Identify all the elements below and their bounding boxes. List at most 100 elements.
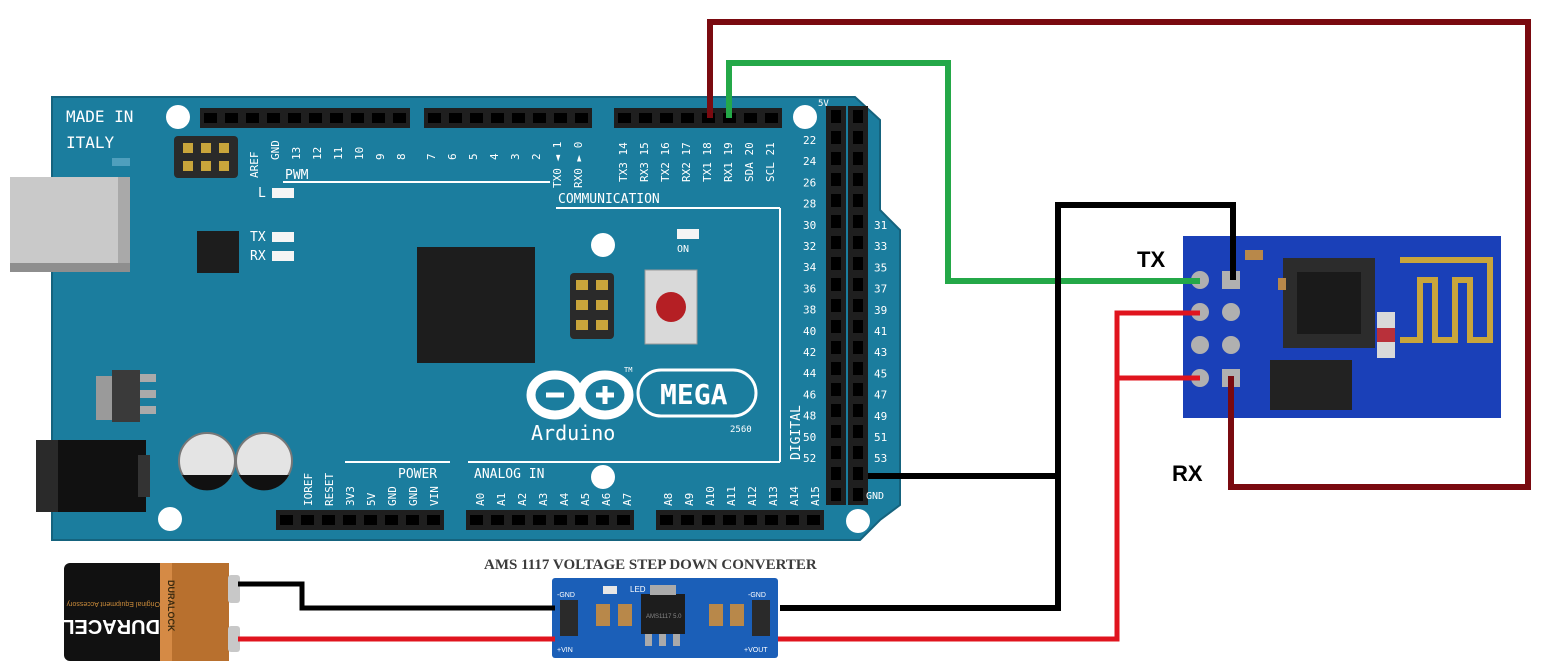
- header-pin: [853, 257, 863, 270]
- header-pin: [533, 515, 546, 525]
- pin-label: TX3 14: [617, 142, 630, 182]
- capacitor: [178, 432, 236, 491]
- pin-label: A2: [516, 493, 529, 506]
- pin-label: 28: [803, 198, 816, 211]
- pwm-label: PWM: [285, 168, 309, 183]
- header-pin: [330, 113, 343, 123]
- pin-label: RX1 19: [722, 142, 735, 182]
- led-tx: [272, 232, 294, 242]
- header-pin: [554, 515, 567, 525]
- pin-label: 12: [311, 147, 324, 160]
- header-pin: [322, 515, 335, 525]
- pin-label: A0: [474, 493, 487, 506]
- battery-terminal-negative: [228, 575, 240, 603]
- header-pin: [853, 131, 863, 144]
- header-pin: [575, 515, 588, 525]
- header-pin: [225, 113, 238, 123]
- pin-label: GND: [269, 140, 282, 160]
- header-pin: [831, 425, 841, 438]
- led-rx: [272, 251, 294, 261]
- header-pin: [853, 404, 863, 417]
- pin-label: 3: [509, 153, 522, 160]
- esp8266-module: [1183, 236, 1501, 418]
- pin-label: A11: [725, 486, 738, 506]
- pin-label: 48: [803, 410, 816, 423]
- header-pin: [372, 113, 385, 123]
- wire-esp-gnd: [780, 202, 1236, 611]
- header-pin: [449, 113, 462, 123]
- icsp-header: [570, 273, 614, 339]
- pin-label: 34: [803, 261, 817, 274]
- header-pin: [853, 341, 863, 354]
- made-in-label: MADE IN: [66, 107, 133, 126]
- header-pin: [831, 194, 841, 207]
- header-analog-2: [656, 510, 824, 530]
- pin-label: A4: [558, 492, 571, 506]
- pin-label: 32: [803, 240, 816, 253]
- header-pin: [618, 113, 631, 123]
- pin-label: GND: [386, 486, 399, 506]
- header-pin: [831, 236, 841, 249]
- header-pin: [831, 257, 841, 270]
- pin-label: 3V3: [344, 486, 357, 506]
- header-pin: [831, 110, 841, 123]
- pin-label: 24: [803, 155, 817, 168]
- pin-label: 7: [425, 153, 438, 160]
- header-pin: [853, 215, 863, 228]
- header-pin: [853, 194, 863, 207]
- header-top-right: [614, 108, 782, 128]
- output-gnd-label: -GND: [748, 592, 766, 599]
- header-pin: [533, 113, 546, 123]
- header-pin: [301, 515, 314, 525]
- digital-label: DIGITAL: [789, 405, 804, 460]
- header-pin: [204, 113, 217, 123]
- usb-connector: [10, 177, 130, 272]
- wire-rx1-to-esp-tx: [726, 60, 1200, 284]
- pin-label: 6: [446, 153, 459, 160]
- header-pin: [831, 278, 841, 291]
- header-pin: [343, 515, 356, 525]
- header-pin: [831, 320, 841, 333]
- pin-label: RX3 15: [638, 142, 651, 182]
- pin-label: 41: [874, 325, 887, 338]
- pin-label: 47: [874, 389, 887, 402]
- header-pin: [831, 341, 841, 354]
- pin-label: A5: [579, 493, 592, 506]
- header-pin: [831, 215, 841, 228]
- header-pin: [831, 467, 841, 480]
- battery-side-label: DURALOCK: [166, 580, 176, 632]
- header-pin: [853, 425, 863, 438]
- header-pin: [512, 515, 525, 525]
- mounting-hole: [166, 105, 190, 129]
- header-pin: [853, 152, 863, 165]
- pin-label: 31: [874, 219, 887, 232]
- header-pin: [575, 113, 588, 123]
- header-pin: [853, 236, 863, 249]
- pin-label: A12: [746, 486, 759, 506]
- pin-label: 33: [874, 240, 887, 253]
- trademark-label: TM: [624, 366, 632, 374]
- pin-label: 44: [803, 367, 817, 380]
- pin-label: TX2 16: [659, 142, 672, 182]
- ams1117-converter: LED AMS1117 5.0 -GND +VIN -GND +VOUT: [552, 578, 778, 658]
- led-l: [272, 188, 294, 198]
- header-pin: [786, 515, 799, 525]
- pin-label: 40: [803, 325, 816, 338]
- header-power: [276, 510, 444, 530]
- header-pin: [853, 173, 863, 186]
- header-pin: [853, 383, 863, 396]
- header-pin: [554, 113, 567, 123]
- arduino-wordmark: Arduino: [531, 421, 615, 445]
- header-pin: [288, 113, 301, 123]
- header-pin: [596, 515, 609, 525]
- mounting-hole: [846, 509, 870, 533]
- atmega2560-chip: [417, 247, 535, 363]
- header-pin: [660, 515, 673, 525]
- pin-label: 35: [874, 261, 887, 274]
- header-pin: [428, 113, 441, 123]
- header-pin: [427, 515, 440, 525]
- header-pin: [831, 488, 841, 501]
- pin-label: AREF: [248, 152, 261, 179]
